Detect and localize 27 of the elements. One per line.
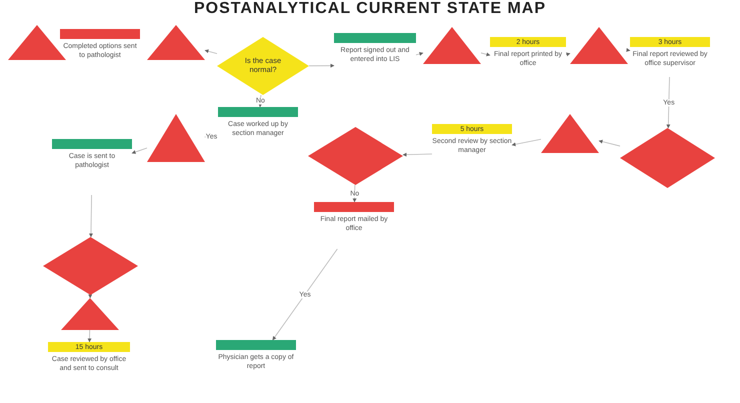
arrow [512,138,542,146]
arrow [566,52,570,56]
decision-diamond [217,37,309,95]
arrow [402,152,432,157]
arrow [308,64,334,68]
wait-triangle [147,25,205,60]
wait-triangle [570,27,628,64]
decision-diamond [43,237,138,295]
arrow [666,76,670,128]
arrow [626,48,630,52]
title: POSTANALYTICAL CURRENT STATE MAP [192,0,547,18]
wait-triangle [541,114,599,153]
wait-triangle [423,27,481,64]
arrow [598,140,620,146]
arrow [480,52,490,56]
arrow [88,294,92,298]
arrow [204,49,218,54]
arrow [258,94,262,108]
arrow [88,330,92,342]
wait-triangle [147,114,205,162]
arrow [132,148,148,154]
arrow [416,52,424,56]
arrow [89,194,93,238]
decision-diamond [308,127,403,185]
wait-triangle [61,298,119,330]
decision-diamond [620,128,715,188]
arrow [272,248,338,340]
